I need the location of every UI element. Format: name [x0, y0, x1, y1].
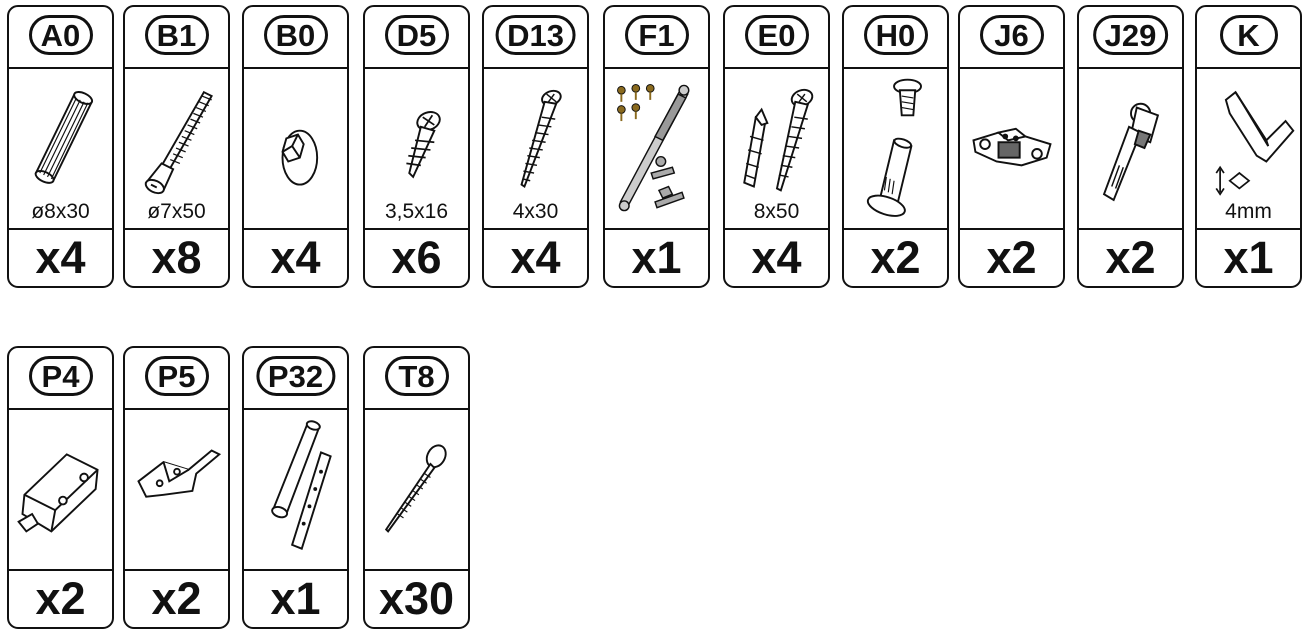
- part-card-j6: J6 x2: [958, 5, 1065, 288]
- divider: [960, 67, 1063, 69]
- divider: [844, 228, 947, 230]
- divider: [725, 228, 828, 230]
- connector-sleeve-icon: [844, 70, 947, 227]
- divider: [1197, 228, 1300, 230]
- divider: [9, 228, 112, 230]
- part-quantity: x1: [244, 574, 347, 624]
- divider: [244, 67, 347, 69]
- part-size: 3,5x16: [365, 200, 468, 224]
- part-code: P5: [145, 356, 209, 396]
- divider: [365, 67, 468, 69]
- part-code: D5: [385, 15, 449, 55]
- part-code: H0: [864, 15, 928, 55]
- part-quantity: x30: [365, 574, 468, 624]
- part-code: D13: [495, 15, 576, 55]
- push-opener-icon: [244, 411, 347, 568]
- divider: [125, 228, 228, 230]
- part-quantity: x2: [960, 233, 1063, 283]
- part-size: 8x50: [725, 200, 828, 224]
- part-size: 4x30: [484, 200, 587, 224]
- part-card-b0: B0 x4: [242, 5, 349, 288]
- part-card-b1: B1 ø7x50 x8: [123, 5, 230, 288]
- part-card-p5: P5 x2: [123, 346, 230, 629]
- part-code: K: [1220, 15, 1278, 55]
- divider: [9, 569, 112, 571]
- part-size: ø8x30: [9, 200, 112, 224]
- part-code: P32: [256, 356, 335, 396]
- part-card-f1: F1 x1: [603, 5, 710, 288]
- part-quantity: x2: [125, 574, 228, 624]
- part-card-e0: E0 8x50 x4: [723, 5, 830, 288]
- divider: [365, 569, 468, 571]
- divider: [125, 408, 228, 410]
- part-quantity: x4: [9, 233, 112, 283]
- divider: [484, 67, 587, 69]
- part-code: J6: [980, 15, 1044, 55]
- divider: [365, 228, 468, 230]
- part-card-p4: P4 x2: [7, 346, 114, 629]
- part-quantity: x4: [484, 233, 587, 283]
- part-quantity: x2: [9, 574, 112, 624]
- part-card-p32: P32 x1: [242, 346, 349, 629]
- divider: [244, 569, 347, 571]
- part-quantity: x6: [365, 233, 468, 283]
- part-quantity: x2: [1079, 233, 1182, 283]
- divider: [125, 569, 228, 571]
- divider: [244, 408, 347, 410]
- divider: [1079, 67, 1182, 69]
- divider: [960, 228, 1063, 230]
- part-size: 4mm: [1197, 200, 1300, 224]
- gas-strut-icon: [605, 70, 708, 227]
- part-card-j29: J29 x2: [1077, 5, 1184, 288]
- part-quantity: x1: [1197, 233, 1300, 283]
- push-latch-icon: [9, 411, 112, 568]
- divider: [125, 67, 228, 69]
- divider: [9, 408, 112, 410]
- part-card-d5: D5 3,5x16 x6: [363, 5, 470, 288]
- part-quantity: x1: [605, 233, 708, 283]
- part-size: ø7x50: [125, 200, 228, 224]
- divider: [244, 228, 347, 230]
- part-code: A0: [29, 15, 93, 55]
- part-code: T8: [385, 356, 449, 396]
- part-quantity: x4: [725, 233, 828, 283]
- divider: [1197, 67, 1300, 69]
- divider: [725, 67, 828, 69]
- part-code: E0: [745, 15, 809, 55]
- divider: [1079, 228, 1182, 230]
- part-card-d13: D13 4x30 x4: [482, 5, 589, 288]
- bracket-icon: [125, 411, 228, 568]
- part-quantity: x8: [125, 233, 228, 283]
- part-code: B1: [145, 15, 209, 55]
- part-card-k: K 4mm x1: [1195, 5, 1302, 288]
- divider: [605, 67, 708, 69]
- bolt-head-icon: [244, 70, 347, 227]
- part-code: J29: [1093, 15, 1169, 55]
- mounting-plate-icon: [960, 70, 1063, 227]
- part-quantity: x2: [844, 233, 947, 283]
- divider: [605, 228, 708, 230]
- divider: [844, 67, 947, 69]
- part-code: F1: [625, 15, 689, 55]
- part-card-h0: H0 x2: [842, 5, 949, 288]
- part-card-a0: A0 ø8x30 x4: [7, 5, 114, 288]
- divider: [484, 228, 587, 230]
- nail-icon: [365, 411, 468, 568]
- part-card-t8: T8 x30: [363, 346, 470, 629]
- part-quantity: x4: [244, 233, 347, 283]
- part-code: B0: [264, 15, 328, 55]
- divider: [365, 408, 468, 410]
- hinge-icon: [1079, 70, 1182, 227]
- part-code: P4: [29, 356, 93, 396]
- divider: [9, 67, 112, 69]
